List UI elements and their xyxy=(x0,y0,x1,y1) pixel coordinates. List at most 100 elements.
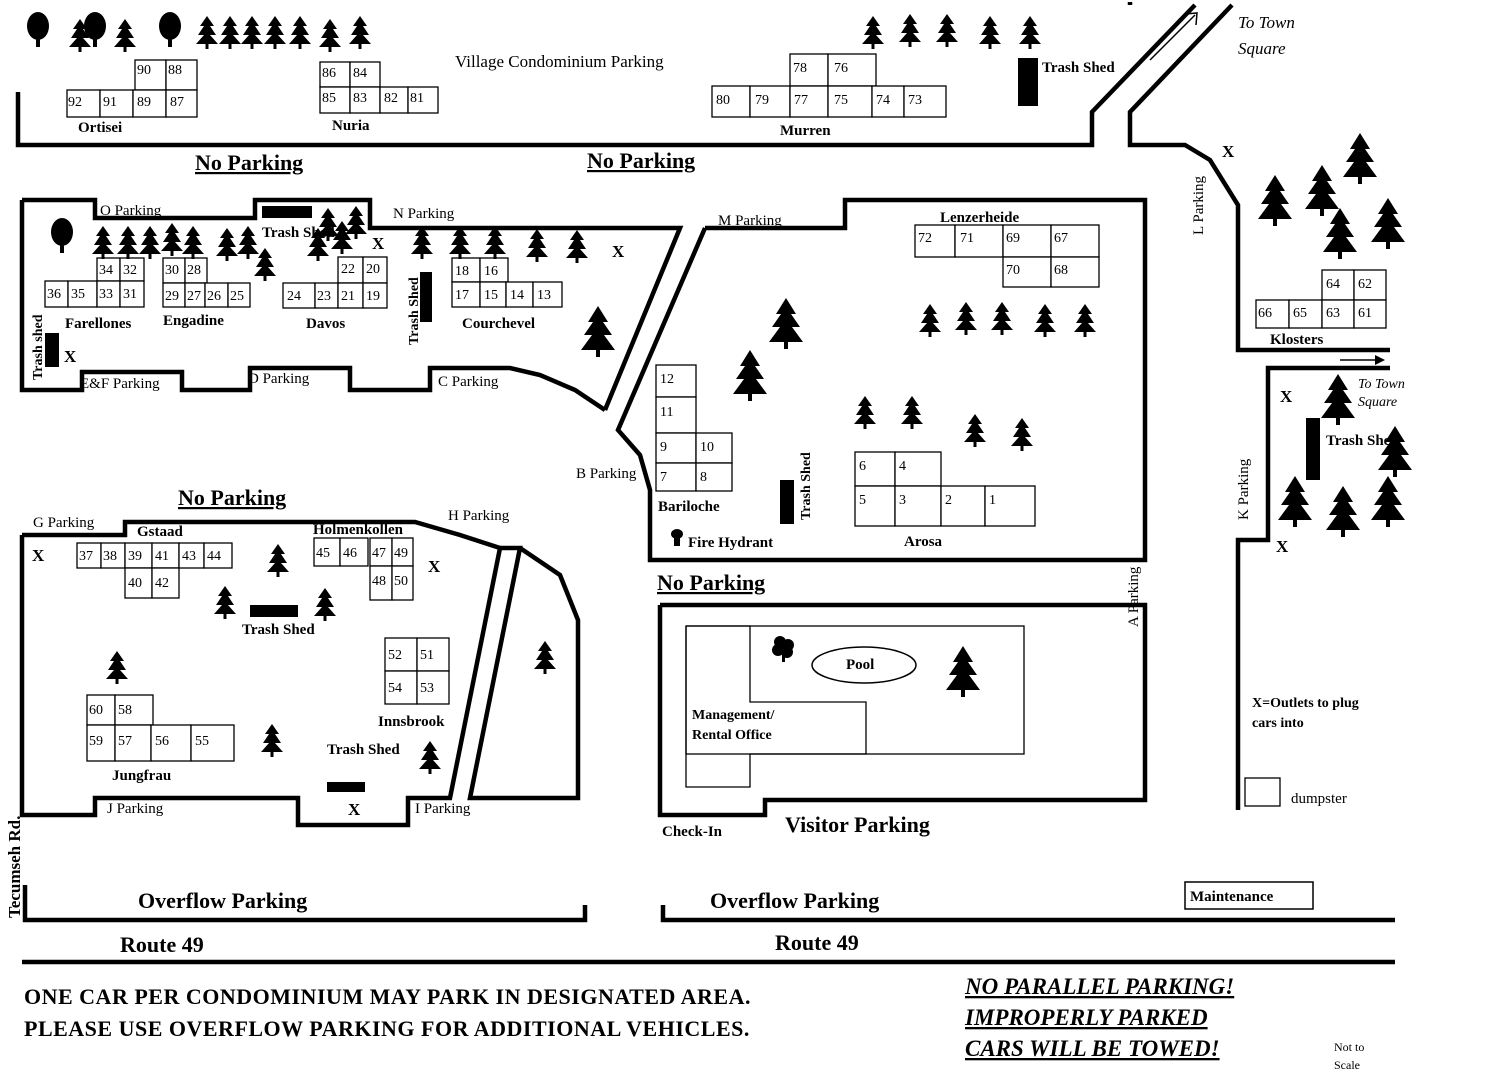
building-name: Farellones xyxy=(65,316,132,332)
to-town-square-text: Square xyxy=(1238,39,1286,58)
fire-hydrant-label: Fire Hydrant xyxy=(688,535,773,551)
unit-label: 21 xyxy=(341,289,355,304)
parking-area-label: G Parking xyxy=(33,515,95,531)
tow-warning: CARS WILL BE TOWED! xyxy=(965,1036,1220,1061)
no-parking-label: No Parking xyxy=(195,150,303,175)
unit-label: 40 xyxy=(128,576,142,591)
outlet-marker: X xyxy=(428,557,441,576)
no-parking-label: No Parking xyxy=(657,570,765,595)
unit-label: 87 xyxy=(170,95,184,110)
unit-label: 2 xyxy=(945,493,952,508)
courchevel-units: 18 16 17 15 14 13 xyxy=(451,257,563,308)
engadine-units: 30 28 29 27 26 25 xyxy=(162,257,251,308)
parking-area-label: K Parking xyxy=(1236,458,1252,520)
building-name: Gstaad xyxy=(137,524,184,540)
building-name: Bariloche xyxy=(658,499,720,515)
dumpster-icon xyxy=(1244,777,1281,807)
trash-shed-label: Trash shed xyxy=(31,314,46,380)
farellones-units: 34 32 36 35 33 31 xyxy=(44,257,145,308)
building-name: Murren xyxy=(780,123,831,139)
road-label: Tecumseh Rd. xyxy=(5,816,24,918)
unit-label: 18 xyxy=(455,264,469,279)
unit-label: 80 xyxy=(716,93,730,108)
lenzerheide-units: 72 71 69 67 70 68 xyxy=(914,224,1100,288)
unit-label: 84 xyxy=(353,66,367,81)
trash-shed-label: Trash Shed xyxy=(1042,60,1115,76)
unit-label: 37 xyxy=(79,549,93,564)
building-name: Innsbrook xyxy=(378,714,445,730)
unit-label: 54 xyxy=(388,681,402,696)
unit-label: 29 xyxy=(165,289,179,304)
unit-label: 66 xyxy=(1258,306,1272,321)
visitor-parking-label: Visitor Parking xyxy=(785,812,930,837)
unit-label: 28 xyxy=(187,263,201,278)
tow-warning: IMPROPERLY PARKED xyxy=(964,1005,1208,1030)
unit-label: 76 xyxy=(834,61,848,76)
to-town-square-text: To Town xyxy=(1238,13,1295,32)
roads xyxy=(15,2,1395,965)
unit-label: 1 xyxy=(989,493,996,508)
building-name: Arosa xyxy=(904,534,943,550)
parking-area-label: A Parking xyxy=(1126,566,1142,627)
unit-label: 6 xyxy=(859,459,866,474)
unit-label: 3 xyxy=(899,493,906,508)
unit-label: 12 xyxy=(660,372,674,387)
unit-label: 44 xyxy=(207,549,221,564)
unit-label: 52 xyxy=(388,648,402,663)
unit-label: 74 xyxy=(876,93,890,108)
maintenance-building xyxy=(1184,881,1314,910)
unit-label: 67 xyxy=(1054,231,1068,246)
outlet-marker: X xyxy=(1222,142,1235,161)
unit-label: 13 xyxy=(537,288,551,303)
outlet-marker: X xyxy=(1280,387,1293,406)
parking-area-label: M Parking xyxy=(718,213,782,229)
unit-label: 89 xyxy=(137,95,151,110)
unit-label: 39 xyxy=(128,549,142,564)
building-name: Ortisei xyxy=(78,120,122,136)
unit-label: 41 xyxy=(155,549,169,564)
unit-label: 17 xyxy=(455,288,469,303)
unit-label: 69 xyxy=(1006,231,1020,246)
unit-label: 61 xyxy=(1358,306,1372,321)
unit-label: 62 xyxy=(1358,277,1372,292)
unit-label: 58 xyxy=(118,703,132,718)
parking-area-label: C Parking xyxy=(438,374,499,390)
unit-label: 64 xyxy=(1326,277,1340,292)
unit-label: 32 xyxy=(123,263,137,278)
check-in-label: Check-In xyxy=(662,824,723,840)
unit-label: 60 xyxy=(89,703,103,718)
trash-sheds xyxy=(45,58,1320,792)
no-parking-label: No Parking xyxy=(178,485,286,510)
outlet-marker: X xyxy=(32,546,45,565)
overflow-parking-label: Overflow Parking xyxy=(710,888,879,913)
unit-label: 10 xyxy=(700,440,714,455)
building-name: Courchevel xyxy=(462,316,535,332)
parking-area-label: N Parking xyxy=(393,206,455,222)
rule-line: ONE CAR PER CONDOMINIUM MAY PARK IN DESI… xyxy=(24,984,751,1009)
trash-shed-label: Trash Shed xyxy=(1326,433,1399,449)
pool-label: Pool xyxy=(846,657,874,673)
dumpster-label: dumpster xyxy=(1291,791,1347,807)
legend-outlets: X=Outlets to plug cars into xyxy=(1252,696,1359,731)
parking-area-label: I Parking xyxy=(415,801,471,817)
building-name: Davos xyxy=(306,316,345,332)
unit-label: 49 xyxy=(394,546,408,561)
trash-shed-label: Trash Shed xyxy=(327,742,400,758)
trash-shed-label: Trash Shed xyxy=(242,622,315,638)
unit-label: 48 xyxy=(372,574,386,589)
building-name: Holmenkollen xyxy=(313,522,404,538)
unit-label: 68 xyxy=(1054,263,1068,278)
holmenkollen-units: 45 46 47 49 48 50 xyxy=(313,537,414,601)
route-label: Route 49 xyxy=(775,930,859,955)
unit-label: 19 xyxy=(366,289,380,304)
unit-label: 15 xyxy=(484,288,498,303)
office-label: Management/ Rental Office xyxy=(692,708,775,743)
parking-area-label: O Parking xyxy=(100,203,162,219)
nuria-units: 86 84 85 83 82 81 xyxy=(319,61,439,114)
not-to-scale-label: Not to Scale xyxy=(1334,1040,1365,1072)
unit-label: 51 xyxy=(420,648,434,663)
arosa-units: 6 4 5 3 2 1 xyxy=(854,451,1036,527)
trash-shed-label: Trash Shed xyxy=(799,452,814,520)
outlet-marker: X xyxy=(64,347,77,366)
